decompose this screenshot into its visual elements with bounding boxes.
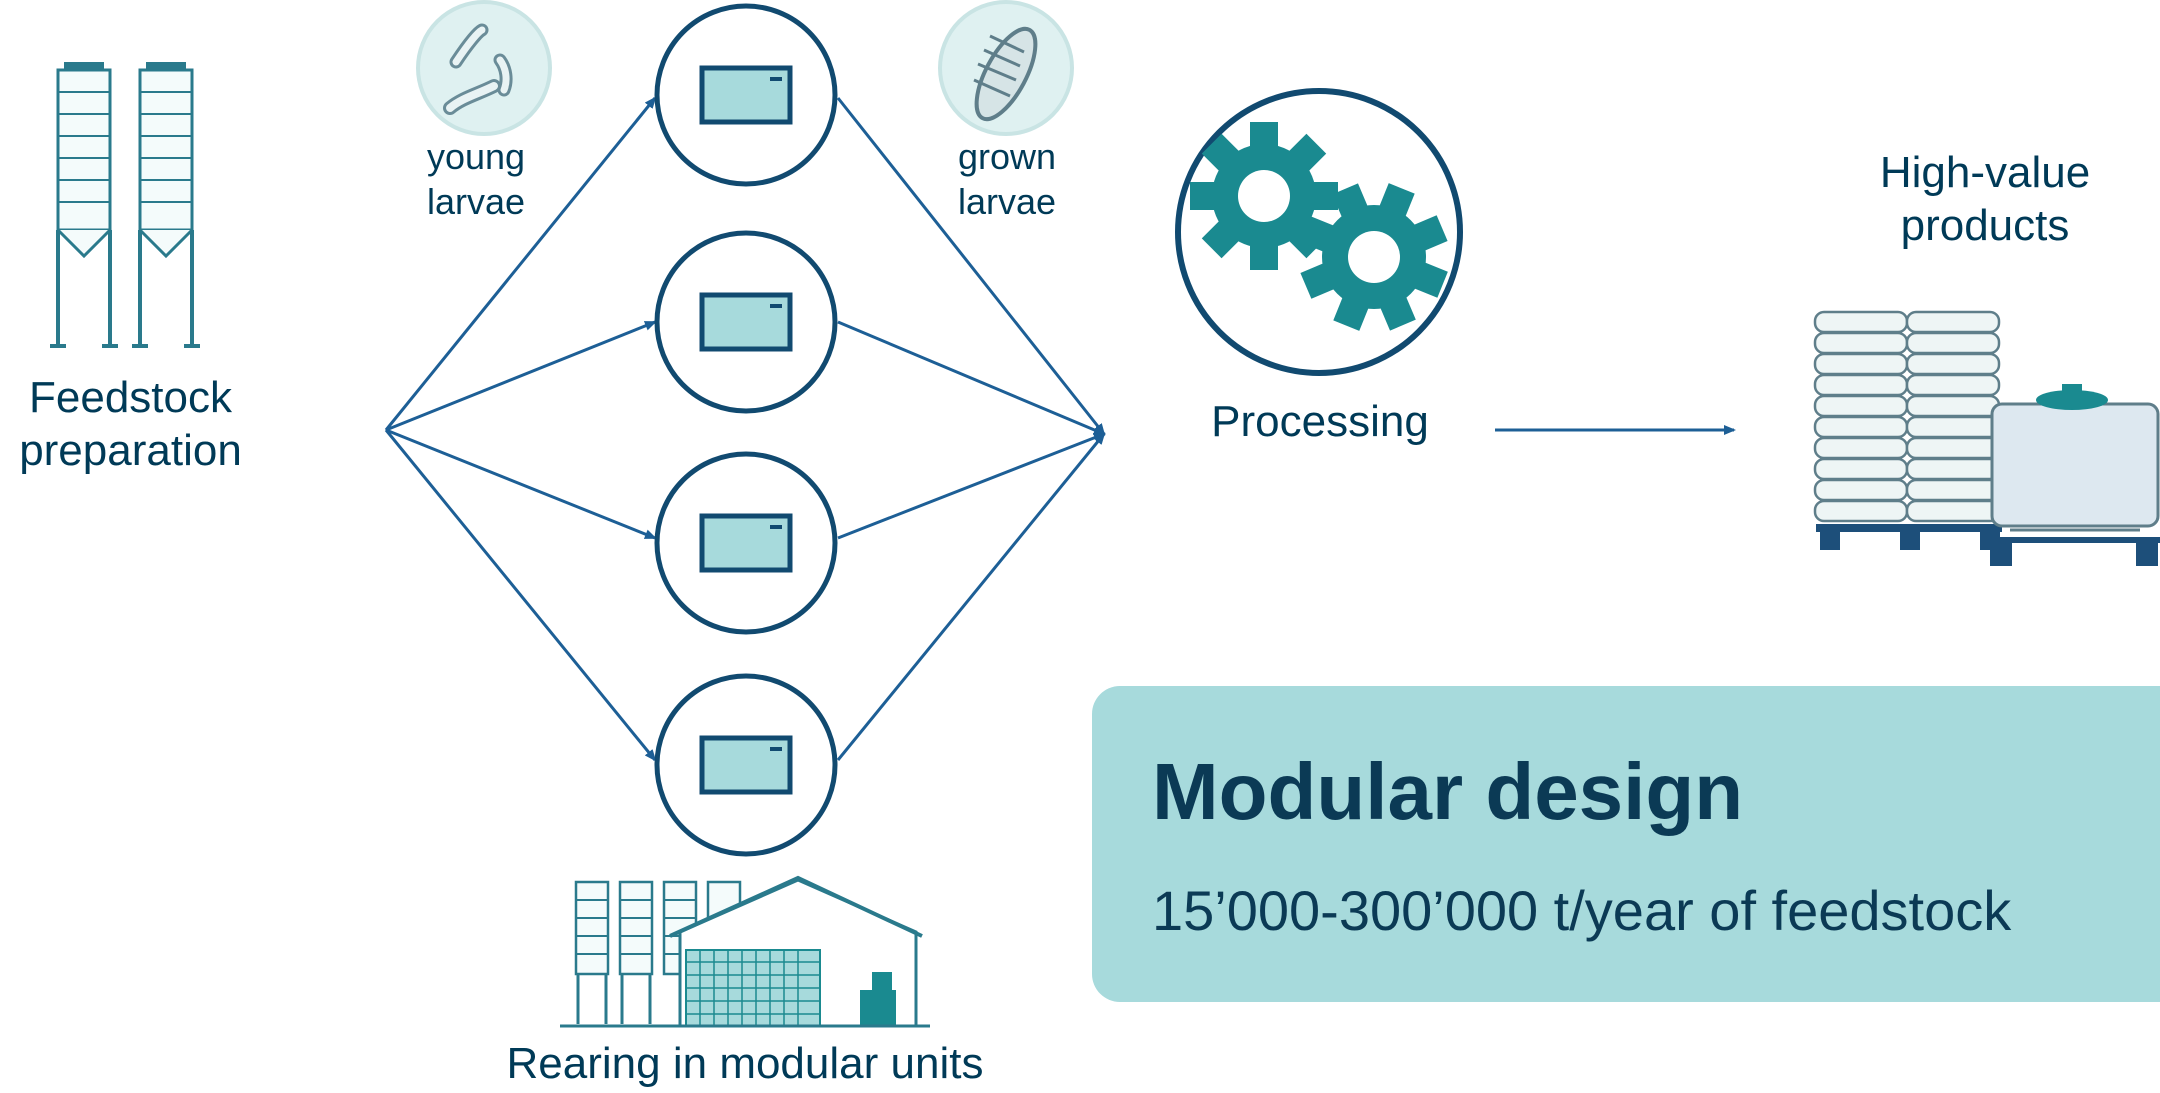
larvae-icon: [416, 0, 552, 136]
distribution-arrows: [384, 96, 657, 762]
rearing-label: Rearing in modular units: [506, 1039, 984, 1088]
gears-icon: [1175, 88, 1463, 376]
young-larvae-label: young larvae: [426, 136, 526, 222]
rearing-unit-4: [654, 673, 838, 857]
rearing-unit-3: [654, 451, 838, 635]
container-icon: [702, 738, 790, 792]
pallet-and-tank-icon: [1813, 310, 2160, 566]
processing-label: Processing: [1211, 397, 1429, 446]
feedstock-label: Feedstock preparation: [19, 373, 242, 475]
modular-design-panel: Modular design 15’000-300’000 t/year of …: [1092, 686, 2160, 1002]
rearing-unit-1: [654, 3, 838, 187]
container-icon: [702, 295, 790, 349]
facility-icon: [560, 875, 930, 1028]
silo-icon: [48, 60, 202, 348]
container-icon: [702, 516, 790, 570]
rearing-unit-2: [654, 230, 838, 414]
panel-subtitle: 15’000-300’000 t/year of feedstock: [1152, 879, 2012, 942]
panel-title: Modular design: [1152, 747, 1744, 836]
grown-larva-icon: [938, 0, 1074, 136]
grown-larvae-label: grown larvae: [957, 136, 1057, 222]
collection-arrows: [836, 97, 1106, 761]
container-icon: [702, 68, 790, 122]
high-value-label: High-value products: [1879, 148, 2091, 250]
